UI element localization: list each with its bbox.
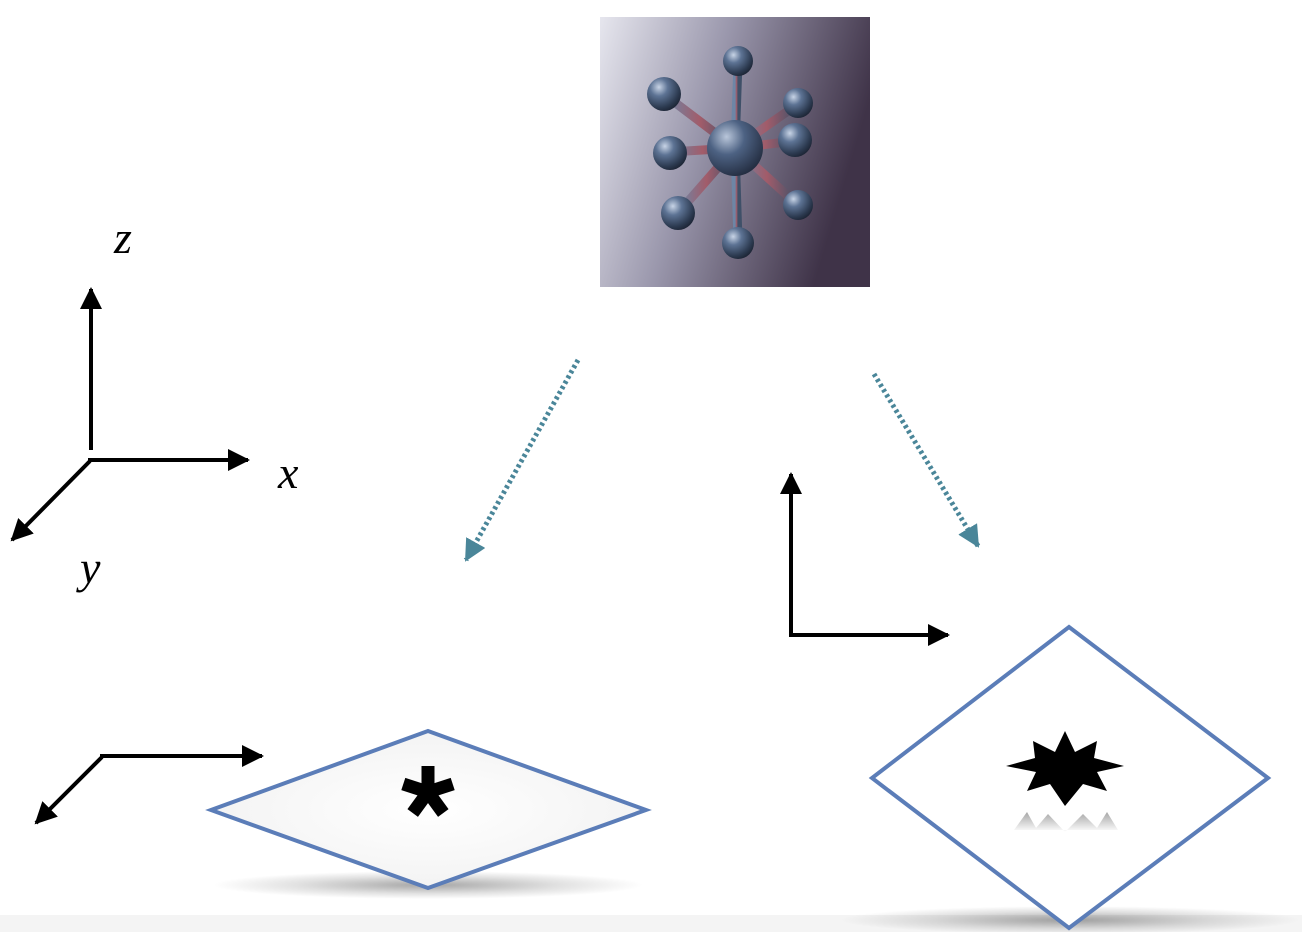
left-projection-axes bbox=[34, 745, 264, 825]
projection-arrow-right bbox=[871, 372, 981, 548]
z-axis-label: z bbox=[113, 212, 132, 263]
reference-axes-3d: z x y bbox=[10, 212, 299, 593]
right-projection-axes bbox=[780, 472, 950, 646]
projection-arrow-left bbox=[463, 358, 581, 562]
x-axis-label: x bbox=[277, 447, 299, 498]
y-axis-arrow bbox=[10, 459, 92, 542]
asterisk-icon bbox=[401, 766, 455, 817]
starburst-icon bbox=[1006, 731, 1124, 832]
right-projection-plane bbox=[840, 624, 1300, 932]
molecule-image-icon bbox=[600, 17, 870, 287]
y-axis-label: y bbox=[76, 542, 101, 593]
left-projection-plane bbox=[205, 728, 652, 899]
